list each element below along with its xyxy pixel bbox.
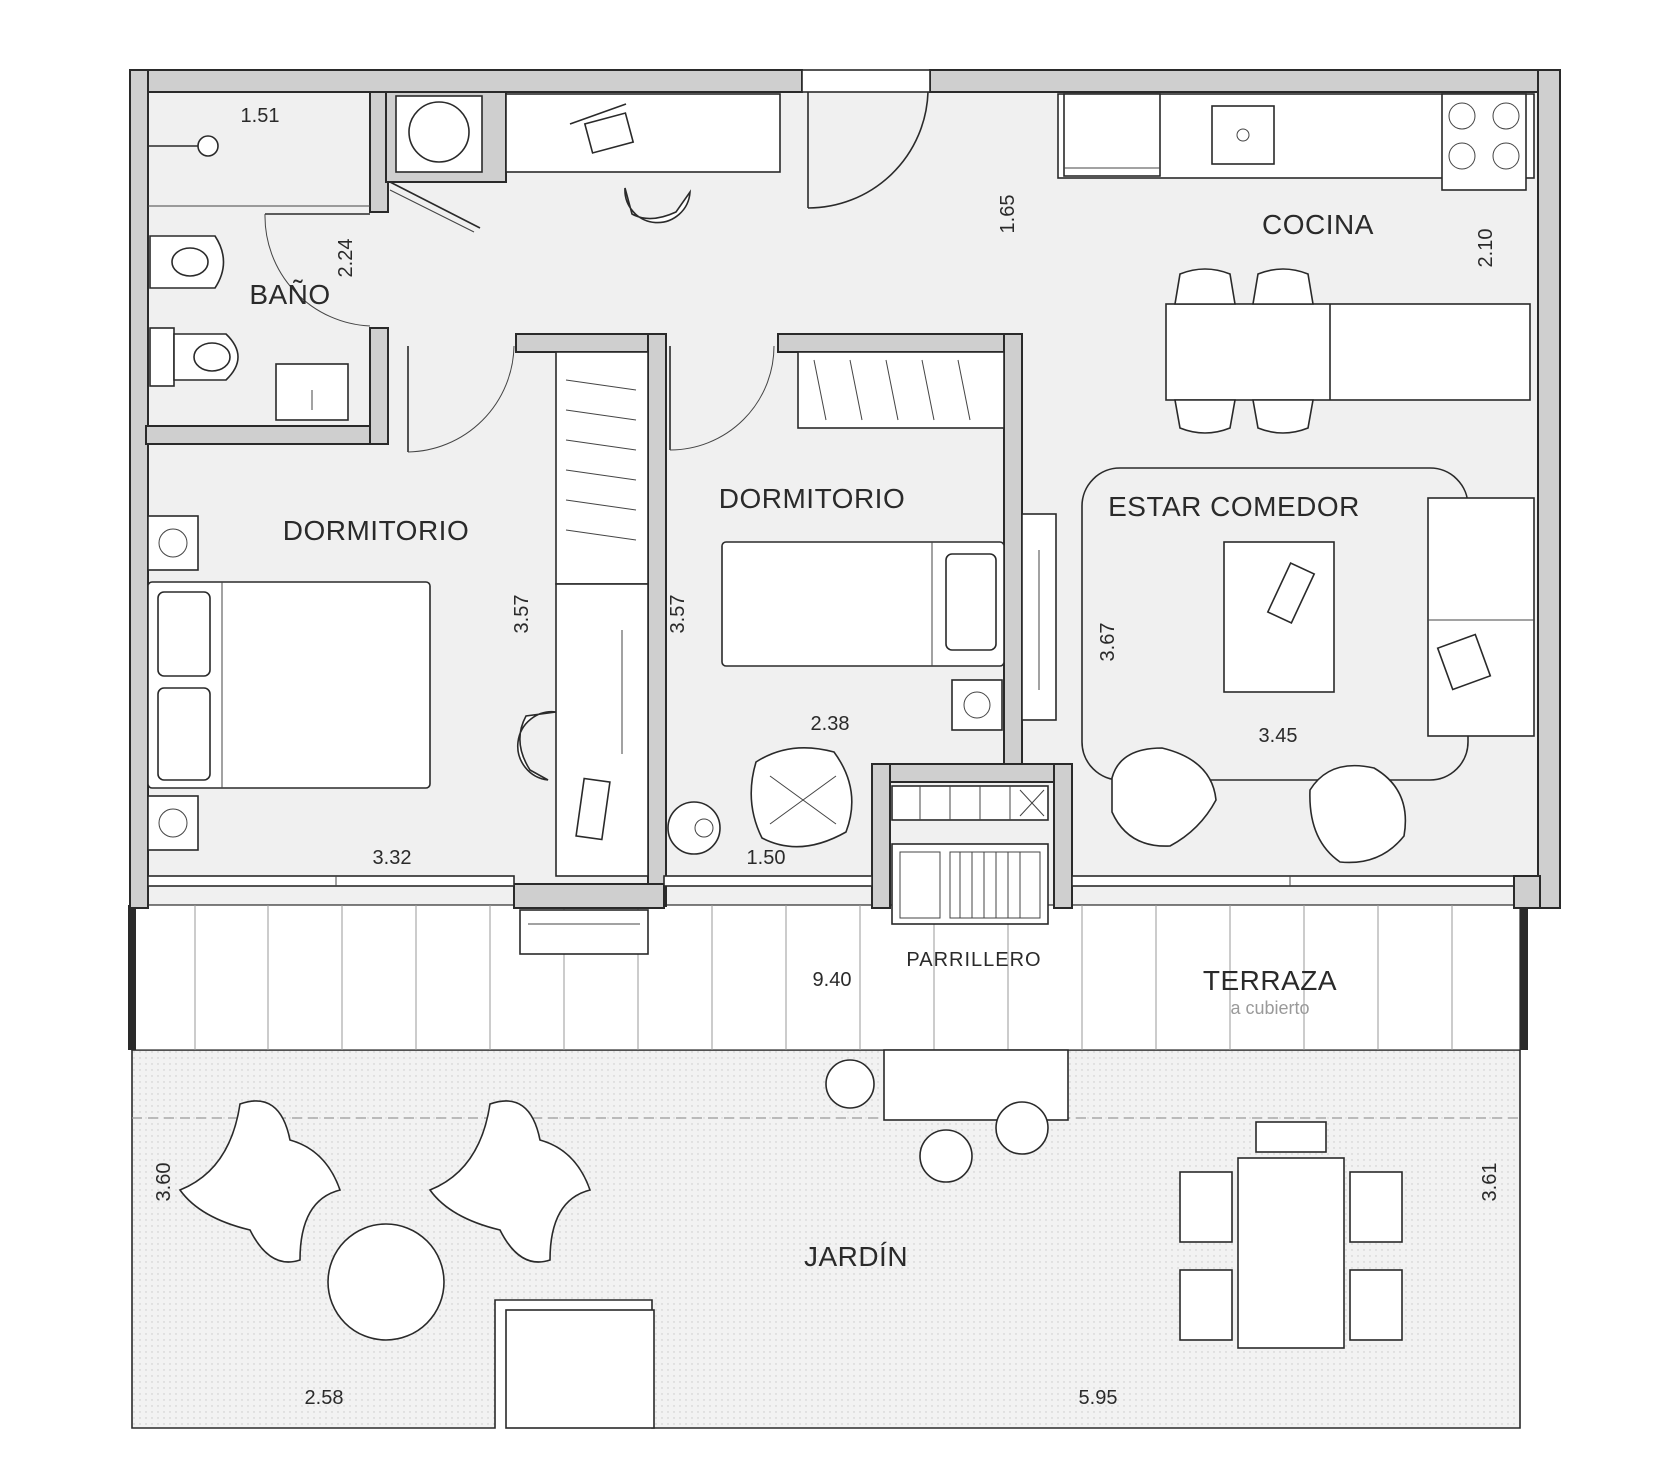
desk-chair-icon (624, 187, 691, 224)
sofa-icon (1427, 497, 1535, 737)
bathroom-sink-icon (275, 363, 349, 421)
label-dormitorio-2: DORMITORIO (719, 483, 905, 514)
bedroom-2-door[interactable] (669, 345, 775, 451)
round-table-icon (327, 1223, 445, 1341)
dim-hall: 1.65 (997, 195, 1019, 234)
wardrobe-2-icon (797, 351, 1005, 429)
label-cocina: COCINA (1262, 209, 1374, 240)
terrace-deck (131, 904, 1521, 1051)
terrace-right-edge (1520, 905, 1528, 1050)
coffee-table-icon (1223, 541, 1335, 693)
shower-icon (148, 135, 370, 207)
dim-jardin-bottom-left: 2.58 (305, 1387, 344, 1409)
tv-unit-icon (1021, 513, 1057, 721)
label-dormitorio-1: DORMITORIO (283, 515, 469, 546)
dim-estar-depth: 3.67 (1097, 623, 1119, 662)
desk-icon (505, 93, 781, 173)
dining-table-icon (1165, 303, 1531, 401)
nightstand-icons (147, 515, 199, 851)
label-jardin: JARDÍN (804, 1241, 908, 1272)
dim-bano-top: 1.51 (241, 105, 280, 127)
lounge-chairs-icon (178, 1100, 592, 1263)
label-terraza-sub: a cubierto (1230, 998, 1309, 1018)
dim-dorm2-depth: 3.57 (667, 595, 689, 634)
washing-machine-icon (395, 95, 483, 173)
nightstand-2-icon (951, 679, 1003, 731)
dim-dorm1-width: 3.32 (373, 847, 412, 869)
garden-bench-icon (825, 1049, 1069, 1183)
closet-door[interactable] (389, 181, 481, 233)
side-table-icon (667, 801, 721, 855)
dim-jardin-left: 3.60 (153, 1163, 175, 1202)
entrance-door[interactable] (801, 69, 931, 209)
pouf-icon (750, 747, 853, 848)
fridge-icon (1063, 93, 1161, 177)
dim-bano-side: 2.24 (335, 239, 357, 278)
label-bano: BAÑO (249, 279, 330, 310)
bbq-icon (891, 785, 1049, 925)
garden-step (505, 1309, 655, 1429)
dim-cocina-side: 2.10 (1475, 229, 1497, 268)
kitchen-sink-icon (1211, 105, 1275, 165)
bathroom-door[interactable] (264, 213, 371, 327)
bidet-icon (149, 235, 225, 289)
dining-chairs (1174, 268, 1314, 434)
outer-walls (129, 69, 1561, 909)
windows (147, 875, 1541, 909)
interior-walls (513, 333, 1073, 909)
dim-terraza-width: 9.40 (813, 969, 852, 991)
desk-1-chair-icon (517, 710, 557, 781)
terrace-left-edge (128, 905, 136, 1050)
dim-closet: 1.50 (747, 847, 786, 869)
label-estar-comedor: ESTAR COMEDOR (1108, 491, 1360, 522)
ac-unit-icon (519, 909, 649, 955)
wardrobe-1-icon (555, 351, 649, 585)
desk-1-icon (555, 583, 649, 877)
armchair-icons (1111, 747, 1407, 864)
dim-dorm2-width: 2.38 (811, 713, 850, 735)
stove-icon (1441, 93, 1527, 191)
label-parrillero: PARRILLERO (906, 949, 1041, 971)
dim-jardin-bottom-right: 5.95 (1079, 1387, 1118, 1409)
label-terraza: TERRAZA (1203, 965, 1337, 996)
garden-dining-set-icon (1179, 1121, 1403, 1349)
toilet-icon (149, 327, 239, 387)
bedroom-1-door[interactable] (407, 345, 515, 453)
dim-estar-width: 3.45 (1259, 725, 1298, 747)
dim-dorm1-depth: 3.57 (511, 595, 533, 634)
terrace-deck-boards (194, 905, 1453, 1050)
dim-jardin-right: 3.61 (1479, 1163, 1501, 1202)
bed-1-icon (147, 581, 431, 789)
bed-2-icon (721, 541, 1005, 667)
